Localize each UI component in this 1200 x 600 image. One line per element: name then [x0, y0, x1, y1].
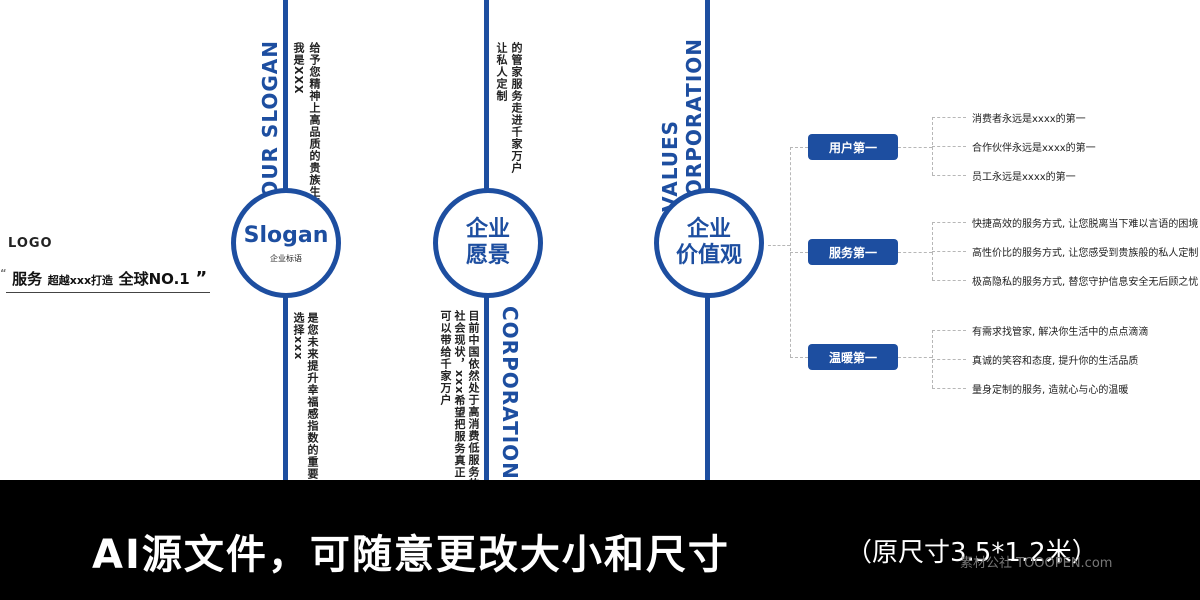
connector-item-3-1	[932, 330, 966, 331]
slogan-text-top-1: 我是XXX	[292, 42, 305, 95]
brand-tagline: “ 服务 超越xxx打造 全球NO.1 ”	[0, 268, 207, 289]
tagline-underline	[6, 292, 210, 293]
values-item: 极高隐私的服务方式, 替您守护信息安全无后顾之忧	[972, 277, 1199, 288]
values-item: 员工永远是xxxx的第一	[972, 172, 1076, 183]
banner-main-text: AI源文件，可随意更改大小和尺寸	[92, 532, 730, 578]
connector-item-1-2	[932, 146, 966, 147]
values-circle: 企业 价值观	[654, 188, 764, 298]
connector-group-2	[790, 252, 808, 253]
vision-text-top-1: 的管家服务走进千家万户	[510, 42, 523, 174]
connector-item-1-1	[932, 117, 966, 118]
slogan-circle-title: Slogan	[243, 222, 329, 248]
values-section-title: VALUES CORPORATION	[658, 38, 706, 212]
vision-circle: 企业 愿景	[433, 188, 543, 298]
vision-circle-title-2: 愿景	[465, 243, 510, 268]
connector-group-3	[790, 357, 808, 358]
slogan-text-top-2: 给予您精神上高品质的贵族生活	[308, 42, 321, 210]
connector-item-1-3	[932, 175, 966, 176]
values-item: 有需求找管家, 解决你生活中的点点滴滴	[972, 327, 1149, 338]
connector-item-2-3	[932, 280, 966, 281]
tagline-b: 超越xxx打造	[47, 274, 114, 287]
values-circle-title-1: 企业	[686, 217, 731, 242]
slogan-text-bottom-1: 是您未来提升幸福感指数的重要前提	[306, 312, 319, 504]
group-pill-user-first: 用户第一	[808, 134, 898, 160]
group-pill-warmth-first: 温暖第一	[808, 344, 898, 370]
slogan-text-bottom-2: 选择xxx	[292, 312, 305, 361]
values-item: 量身定制的服务, 造就心与心的温暖	[972, 385, 1129, 396]
banner-sub-text: （原尺寸3.5*1.2米）	[846, 538, 1098, 568]
connector-pill-1	[898, 147, 932, 148]
values-connector-main	[768, 245, 790, 246]
values-item: 消费者永远是xxxx的第一	[972, 114, 1086, 125]
values-item: 高性价比的服务方式, 让您感受到贵族般的私人定制	[972, 248, 1199, 259]
slogan-circle-subtitle: 企业标语	[270, 253, 302, 263]
tagline-a: 服务	[12, 270, 43, 288]
slogan-section-title: OUR SLOGAN	[258, 40, 282, 198]
values-title-line-2: CORPORATION	[682, 38, 706, 212]
slogan-circle: Slogan 企业标语	[231, 188, 341, 298]
connector-pill-3	[898, 357, 932, 358]
logo: LOGO	[8, 236, 53, 251]
tagline-c: 全球NO.1	[118, 270, 190, 288]
values-item: 合作伙伴永远是xxxx的第一	[972, 143, 1096, 154]
group-pill-service-first: 服务第一	[808, 239, 898, 265]
vision-text-bottom-2: 社会现状，xxx希望把服务真正	[453, 310, 466, 479]
connector-item-3-3	[932, 388, 966, 389]
watermark: 素材公社 TOOOPEN.com	[960, 556, 1113, 571]
quote-close: ”	[195, 268, 208, 289]
bottom-banner	[0, 480, 1200, 600]
vision-text-bottom-3: 可以带给千家万户	[439, 310, 452, 406]
values-item: 真诚的笑容和态度, 提升你的生活品质	[972, 356, 1139, 367]
quote-open: “	[0, 268, 7, 279]
connector-group-1	[790, 147, 808, 148]
connector-pill-2	[898, 252, 932, 253]
values-item: 快捷高效的服务方式, 让您脱离当下难以言语的困境	[972, 219, 1199, 230]
vision-circle-title-1: 企业	[465, 217, 510, 242]
connector-item-3-2	[932, 359, 966, 360]
values-circle-title-2: 价值观	[675, 243, 742, 268]
values-title-line-1: VALUES	[658, 119, 682, 212]
vision-text-top-2: 让私人定制	[495, 42, 508, 102]
connector-item-2-2	[932, 251, 966, 252]
connector-item-2-1	[932, 222, 966, 223]
vision-text-bottom-1: 目前中国依然处于高消费低服务的	[467, 310, 480, 490]
